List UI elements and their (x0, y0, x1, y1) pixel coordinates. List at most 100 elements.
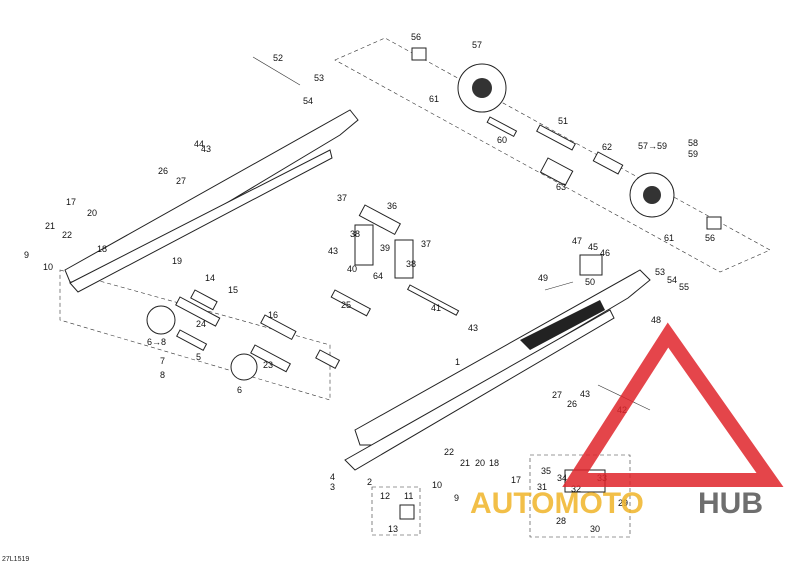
rail-graphic (520, 300, 605, 350)
callout-37: 37 (337, 193, 347, 203)
callout-62: 62 (602, 142, 612, 152)
callout-53: 53 (314, 73, 324, 83)
watermark-text-b: HUB (698, 487, 763, 520)
axle-51 (536, 124, 576, 151)
callout-18: 18 (97, 244, 107, 254)
callout-40: 40 (347, 264, 357, 274)
callout-51: 51 (558, 116, 568, 126)
callout-2: 2 (367, 477, 372, 487)
callout-64: 64 (373, 271, 383, 281)
spacer-23 (250, 344, 291, 373)
right-rail (354, 269, 651, 446)
plate-39a (354, 224, 374, 266)
watermark-logo: AUTOMOTO HUB (470, 322, 784, 520)
left-rail (64, 109, 359, 283)
spacer-14b (315, 349, 341, 369)
callout-6: 6 (237, 385, 242, 395)
spacer-62 (592, 151, 624, 175)
bolt-49 (544, 281, 574, 291)
callout-43: 43 (580, 389, 590, 399)
block-56b (706, 216, 722, 230)
callout-52: 52 (273, 53, 283, 63)
callout-21: 21 (45, 221, 55, 231)
right-rail-slide (344, 309, 615, 471)
axle-41 (406, 284, 460, 316)
callout-56: 56 (411, 32, 421, 42)
upper-assembly-outline (334, 37, 771, 273)
callout-26: 26 (158, 166, 168, 176)
figure-code: 27L1519 (2, 556, 30, 563)
wheel-57-hub (472, 78, 492, 98)
shaft-5 (176, 329, 208, 351)
callout-24: 24 (196, 319, 206, 329)
callout-20: 20 (475, 458, 485, 468)
spacer-16 (260, 314, 297, 341)
callout-9: 9 (454, 493, 459, 503)
callout-50: 50 (585, 277, 595, 287)
callout-18: 18 (489, 458, 499, 468)
callout-44: 44 (194, 139, 204, 149)
callout-38: 38 (406, 259, 416, 269)
callout-9: 9 (24, 250, 29, 260)
shaft-52 (252, 56, 301, 86)
axle-25 (330, 289, 371, 317)
callout-30: 30 (590, 524, 600, 534)
callout-60: 60 (497, 135, 507, 145)
callout-23: 23 (263, 360, 273, 370)
callout-25: 25 (341, 300, 351, 310)
callout-63: 63 (556, 182, 566, 192)
callout-38: 38 (350, 229, 360, 239)
callout-39: 39 (380, 243, 390, 253)
idler-wheel-lower (230, 353, 258, 381)
callout-20: 20 (87, 208, 97, 218)
callout-14: 14 (205, 273, 215, 283)
callout-54: 54 (303, 96, 313, 106)
callout-27: 27 (176, 176, 186, 186)
callout-17: 17 (511, 475, 521, 485)
callout-7: 7 (160, 356, 165, 366)
callout-22: 22 (62, 230, 72, 240)
callout-41: 41 (431, 303, 441, 313)
spacer-14 (190, 289, 218, 311)
block-56 (411, 47, 427, 61)
wheel-57b-hub (643, 186, 661, 204)
callout-59: 59 (688, 149, 698, 159)
callout-21: 21 (460, 458, 470, 468)
callout-29: 29 (618, 498, 628, 508)
callout-6-to-8: 6→8 (147, 337, 166, 347)
left-rail-slide (69, 149, 333, 293)
callout-43: 43 (328, 246, 338, 256)
callout-54: 54 (667, 275, 677, 285)
callout-31: 31 (537, 482, 547, 492)
callout-49: 49 (538, 273, 548, 283)
callout-58: 58 (688, 138, 698, 148)
callout-13: 13 (388, 524, 398, 534)
bracket-36 (358, 204, 401, 236)
callout-17: 17 (66, 197, 76, 207)
spacer-63 (539, 157, 574, 186)
callout-45: 45 (588, 242, 598, 252)
callout-43: 43 (468, 323, 478, 333)
callout-35: 35 (541, 466, 551, 476)
idler-wheel-upper (146, 305, 176, 335)
callout-labels: 1234566→87891011121314151617181920212223… (24, 32, 715, 534)
plate-39b (394, 239, 414, 279)
callout-26: 26 (567, 399, 577, 409)
bracket-46 (579, 254, 603, 276)
callout-53: 53 (655, 267, 665, 277)
callout-46: 46 (600, 248, 610, 258)
callout-32: 32 (571, 484, 581, 494)
callout-15: 15 (228, 285, 238, 295)
callout-27: 27 (552, 390, 562, 400)
callout-3: 3 (330, 482, 335, 492)
axle-60 (486, 116, 518, 138)
callout-61: 61 (429, 94, 439, 104)
rear-left-box (371, 486, 421, 536)
callout-28: 28 (556, 516, 566, 526)
callout-1: 1 (455, 357, 460, 367)
callout-61: 61 (664, 233, 674, 243)
callout-16: 16 (268, 310, 278, 320)
callout-56: 56 (705, 233, 715, 243)
callout-55: 55 (679, 282, 689, 292)
watermark-text-a: AUTOMOTO (470, 487, 644, 520)
